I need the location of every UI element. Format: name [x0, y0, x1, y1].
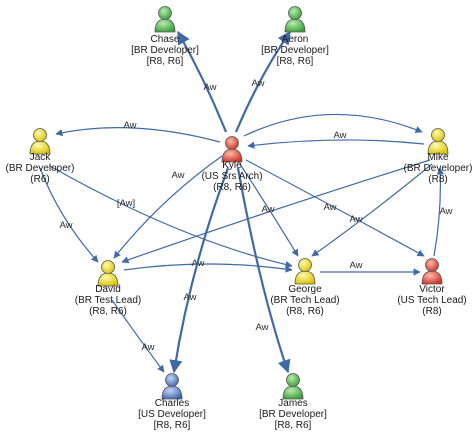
edge-label: Aw [59, 220, 72, 231]
edge-label: Aw [349, 214, 362, 225]
edge-victor-to-mike [433, 167, 444, 257]
edge-jack-to-george [49, 165, 293, 269]
node-role: (BR Test Lead) [75, 295, 142, 306]
node-releases: (R8, R6) [89, 306, 127, 317]
edge-kyle-to-victor [243, 113, 423, 137]
node-name: David [95, 284, 121, 295]
node-role: (BR Developer) [404, 163, 473, 174]
person-icon [294, 258, 316, 285]
edge-jack-to-david [39, 167, 99, 263]
edge-label: Aw [261, 204, 274, 215]
node-releases: [R8, R6] [154, 420, 191, 431]
node-role: [BR Developer] [131, 45, 199, 56]
edge-mike-to-kyle [247, 139, 425, 149]
node-james[interactable]: James[BR Developer][R8, R6] [259, 373, 327, 432]
node-releases: [R8, R6] [147, 56, 184, 67]
edge-label: Aw [333, 130, 346, 141]
edge-david-to-charles [111, 299, 165, 373]
person-icon [161, 373, 183, 400]
node-role: [BR Developer] [261, 45, 329, 56]
edge-kyle-to-victor [245, 159, 425, 257]
node-name: Mike [427, 152, 449, 163]
node-role: [BR Developer] [259, 409, 327, 420]
node-role: (US Srs Arch) [201, 171, 262, 182]
node-chase[interactable]: Chase[BR Developer][R8, R6] [131, 6, 199, 68]
person-icon [29, 128, 51, 155]
node-name: Aeron [282, 34, 309, 45]
person-icon [282, 373, 304, 400]
person-icon [154, 6, 176, 33]
person-icon [221, 136, 243, 163]
person-icon [421, 258, 443, 285]
edge-kyle-to-aeron [234, 30, 291, 133]
edge-label: Aw [349, 260, 362, 271]
node-charles[interactable]: Charles[US Developer][R8, R6] [138, 373, 206, 432]
edge-label: Aw [323, 202, 336, 213]
edge-kyle-to-chase [177, 30, 228, 133]
node-role: (BR Tech Lead) [270, 295, 339, 306]
edge-label: [Aw] [117, 198, 135, 209]
node-name: Charles [155, 398, 189, 409]
edge-label: Aw [439, 206, 452, 217]
edge-kyle-to-david [113, 155, 223, 259]
node-kyle[interactable]: Kyle(US Srs Arch)(R8, R6) [201, 136, 263, 194]
node-releases: (R6) [30, 174, 49, 185]
edge-david-to-george [123, 263, 293, 273]
node-releases: (R8, R6) [213, 182, 251, 193]
edge-mike-to-george [311, 163, 433, 257]
node-name: Victor [419, 284, 445, 295]
edge-kyle-to-charles [169, 167, 230, 374]
edge-kyle-to-james [236, 167, 291, 374]
node-releases: (R8) [428, 174, 447, 185]
node-name: James [278, 398, 307, 409]
edge-kyle-to-jack [55, 127, 221, 143]
edge-label: Aw [203, 82, 216, 93]
node-name: Jack [30, 152, 52, 163]
nodes-layer: Chase[BR Developer][R8, R6]Aeron[BR Deve… [6, 6, 473, 432]
node-releases: (R8, R6) [286, 306, 324, 317]
node-releases: (R8) [422, 306, 441, 317]
node-role: (US Tech Lead) [397, 295, 466, 306]
edge-mike-to-david [121, 159, 431, 264]
node-jack[interactable]: Jack(BR Developer)(R6) [6, 128, 75, 186]
node-david[interactable]: David(BR Test Lead)(R8, R6) [75, 260, 142, 318]
person-icon [284, 6, 306, 33]
person-icon [427, 128, 449, 155]
edge-label: Aw [141, 342, 154, 353]
edge-label: Aw [251, 78, 264, 89]
node-victor[interactable]: Victor(US Tech Lead)(R8) [397, 258, 467, 318]
node-releases: [R8, R6] [277, 56, 314, 67]
edge-label: Aw [255, 322, 268, 333]
node-name: Kyle [222, 160, 242, 171]
node-george[interactable]: George(BR Tech Lead)(R8, R6) [270, 258, 340, 318]
node-aeron[interactable]: Aeron[BR Developer][R8, R6] [261, 6, 329, 68]
node-name: George [288, 284, 322, 295]
edge-label: Aw [171, 170, 184, 181]
person-icon [97, 260, 119, 287]
edge-label: Aw [183, 292, 196, 303]
node-role: [US Developer] [138, 409, 206, 420]
node-role: (BR Developer) [6, 163, 75, 174]
edge-kyle-to-george [239, 163, 299, 257]
edge-label: Aw [123, 120, 136, 131]
node-releases: [R8, R6] [275, 420, 312, 431]
node-name: Chase [151, 34, 180, 45]
node-mike[interactable]: Mike(BR Developer)(R8) [404, 128, 473, 186]
